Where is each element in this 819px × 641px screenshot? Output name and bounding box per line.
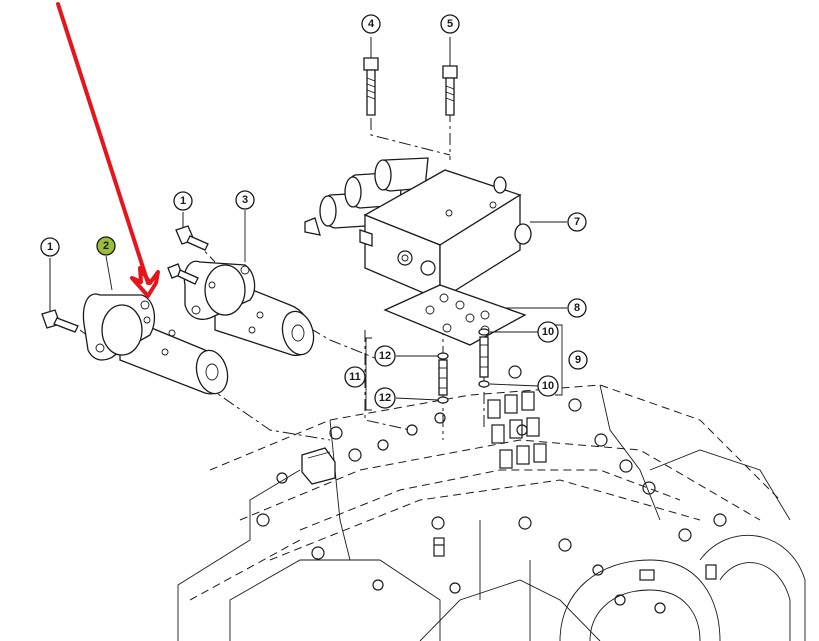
solenoid-valve-block: [304, 157, 532, 302]
callout-11: 11: [344, 366, 366, 388]
callout-1-lower: 1: [40, 237, 60, 257]
callout-8: 8: [567, 298, 587, 318]
callout-3: 3: [235, 190, 255, 210]
svg-text:3: 3: [242, 194, 248, 206]
callout-leaders: [49, 37, 567, 401]
callout-1-upper: 1: [173, 191, 193, 211]
svg-text:8: 8: [574, 302, 580, 314]
bolt-5: [442, 37, 458, 116]
connector-tube-right: [478, 328, 490, 388]
svg-text:10: 10: [542, 326, 554, 338]
bracket-11: [365, 337, 372, 411]
svg-text:1: 1: [47, 241, 53, 253]
svg-text:12: 12: [379, 350, 391, 362]
bracket-9: [555, 324, 563, 396]
svg-text:11: 11: [349, 371, 361, 383]
callout-7: 7: [567, 212, 587, 232]
callout-10-upper: 10: [537, 321, 559, 343]
callout-10-lower: 10: [537, 375, 559, 397]
callout-9: 9: [568, 350, 588, 370]
callout-12-lower: 12: [374, 387, 396, 409]
transmission-housing: [177, 365, 806, 641]
svg-text:1: 1: [180, 195, 186, 207]
connector-tube-left: [437, 352, 449, 404]
svg-text:12: 12: [379, 392, 391, 404]
red-arrow-icon: [56, 2, 160, 298]
svg-text:10: 10: [542, 380, 554, 392]
svg-text:5: 5: [447, 18, 453, 30]
svg-text:4: 4: [368, 18, 375, 30]
svg-text:2: 2: [103, 240, 109, 252]
callout-4: 4: [361, 14, 381, 34]
callout-5: 5: [440, 14, 460, 34]
solenoid-3: [183, 260, 315, 356]
gasket-plate: [383, 284, 527, 346]
svg-text:9: 9: [575, 354, 581, 366]
solenoid-2: [82, 293, 229, 395]
bolt-1-lower: [41, 258, 79, 333]
callout-12-upper: 12: [374, 345, 396, 367]
callout-2-highlighted: 2: [96, 236, 116, 256]
svg-text:7: 7: [574, 216, 580, 228]
